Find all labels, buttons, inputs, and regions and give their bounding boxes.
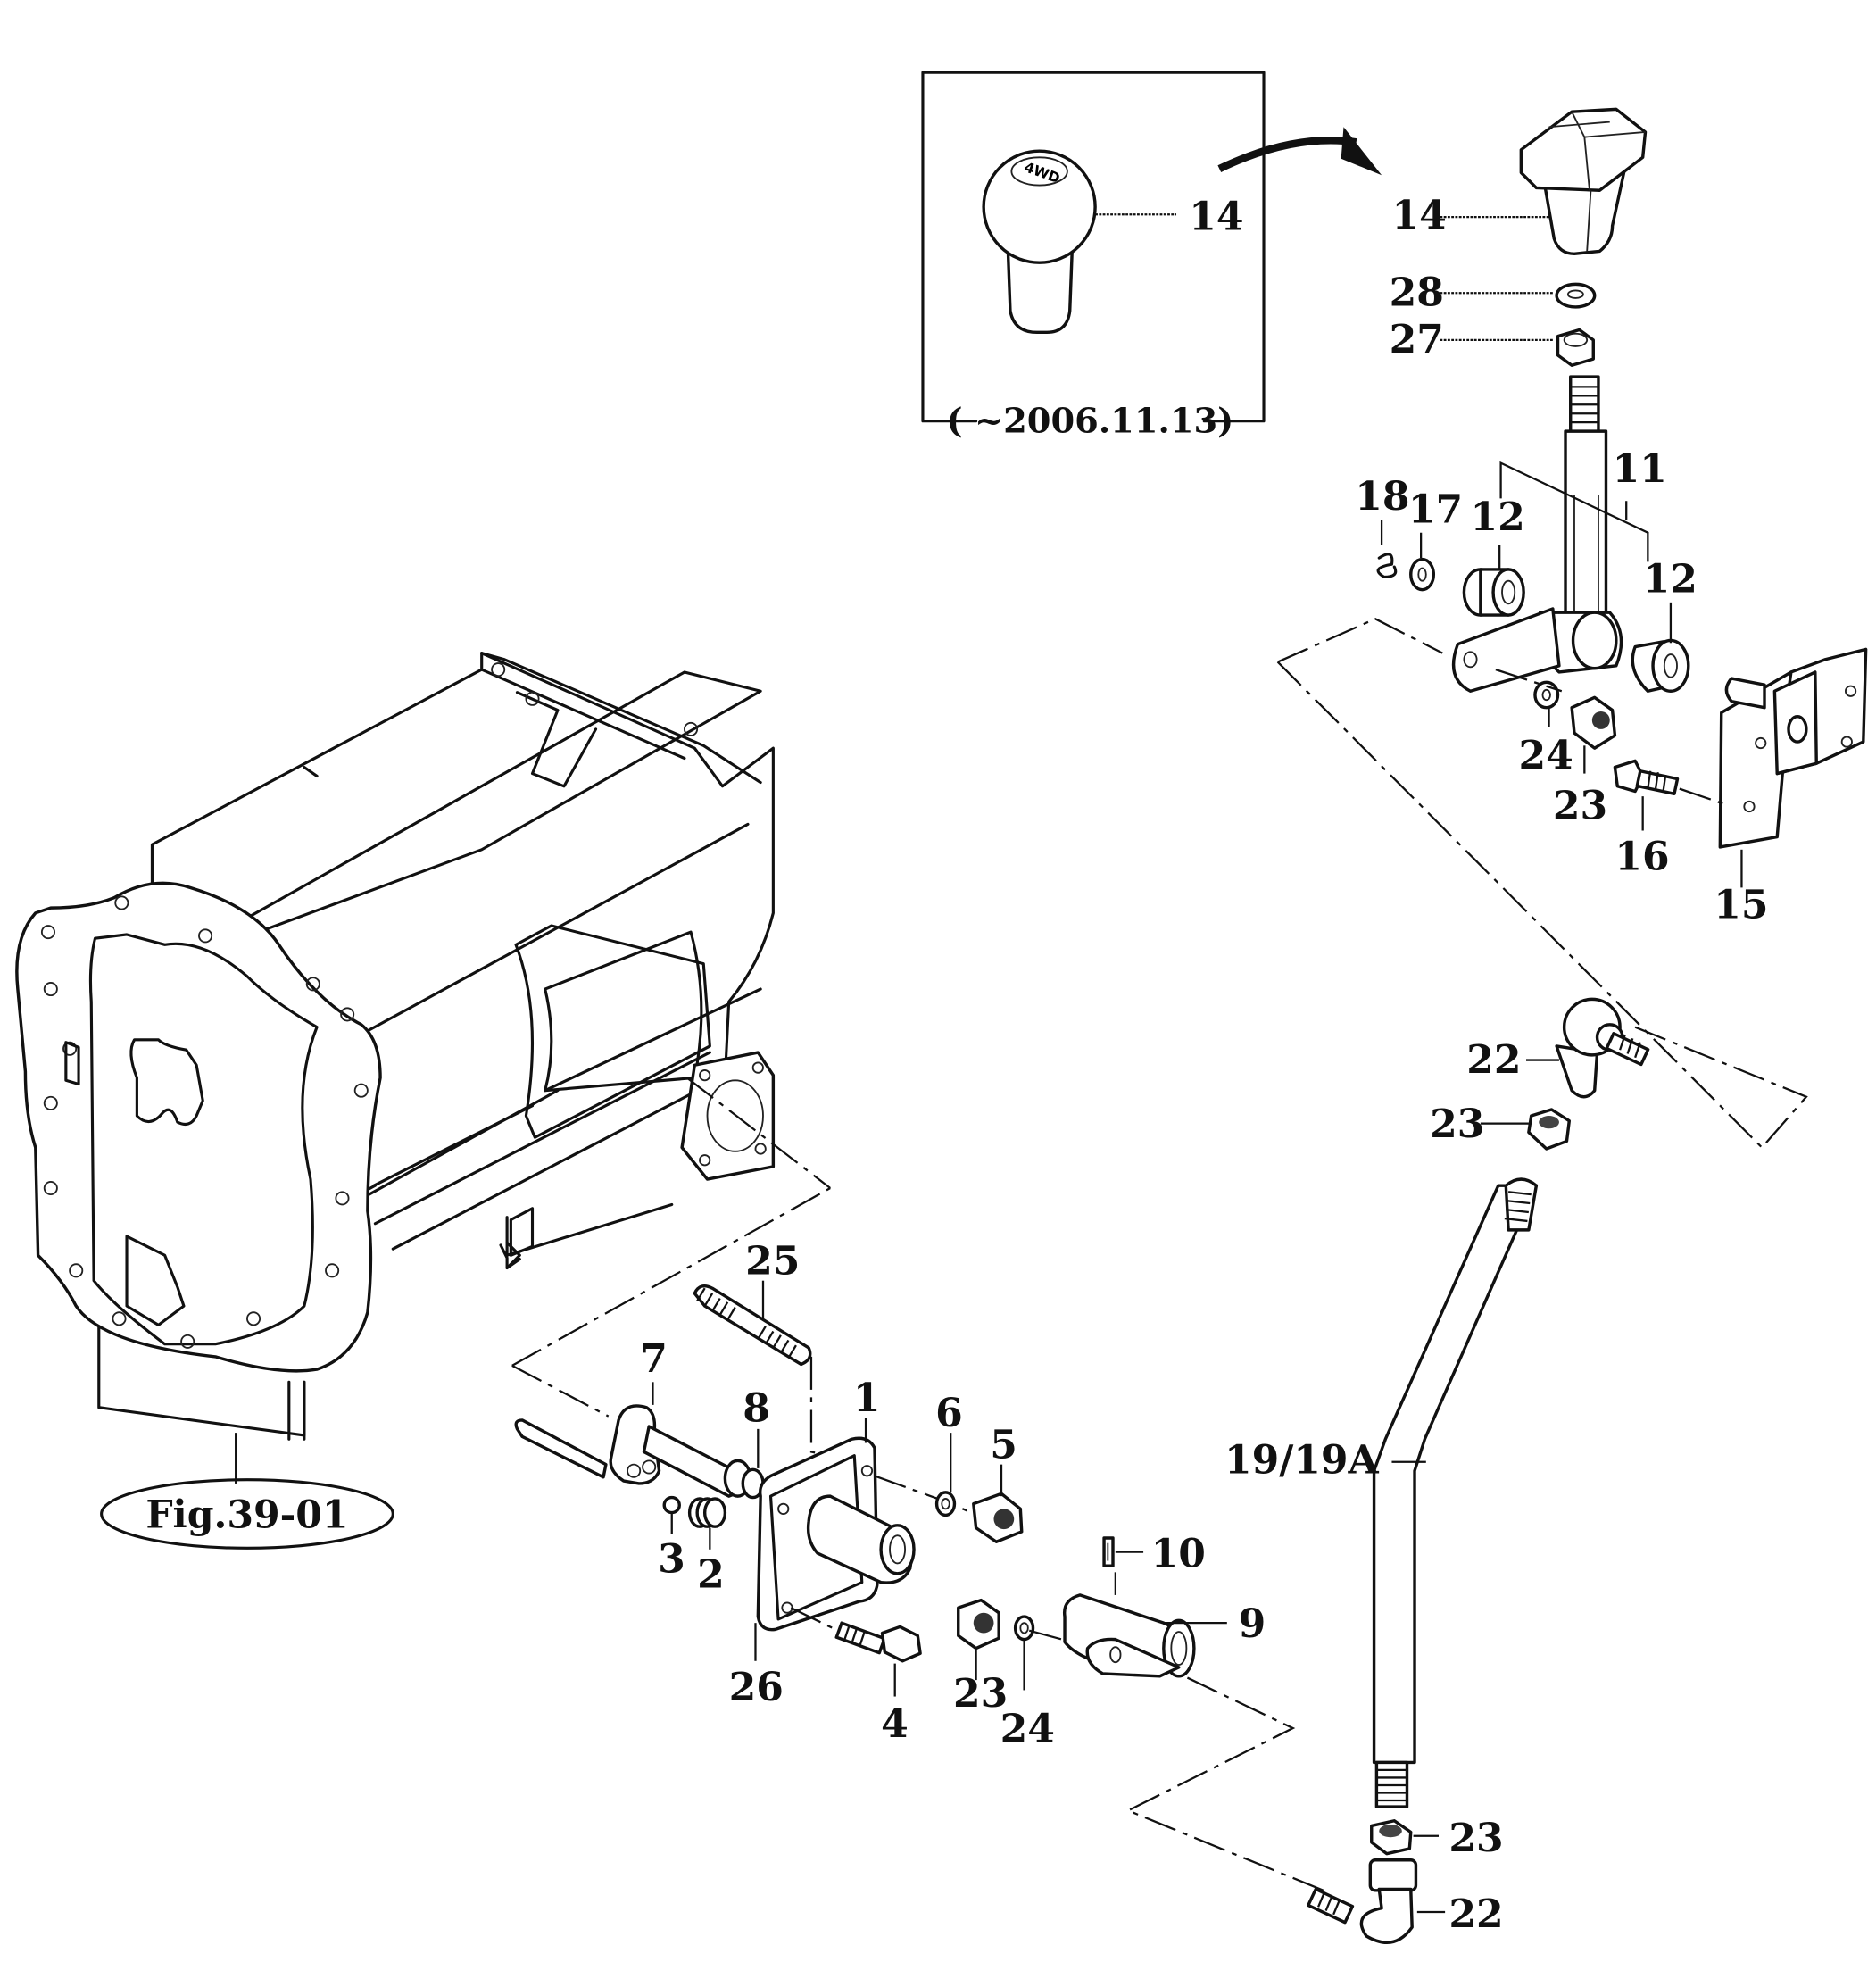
cover-plate-1 — [756, 1436, 916, 1632]
shift-rod-19 — [1372, 1177, 1539, 1808]
ball-3 — [662, 1495, 681, 1515]
callout-23-rod-top: 23 — [1430, 1102, 1484, 1147]
callout-6: 6 — [935, 1391, 963, 1436]
callout-23-lower: 23 — [953, 1671, 1008, 1717]
shift-arm-7 — [514, 1404, 752, 1498]
arrowhead-icon — [1341, 127, 1382, 176]
nut-23-top — [1570, 695, 1617, 750]
new-knob-14 — [1519, 107, 1648, 255]
nut-23-rod-bottom — [1370, 1819, 1413, 1856]
figure-reference-link[interactable]: Fig.39-01 — [145, 1493, 348, 1538]
callout-25: 25 — [745, 1239, 800, 1284]
spring-2 — [687, 1497, 727, 1528]
callout-10: 10 — [1151, 1532, 1206, 1577]
washer-24-lower — [1013, 1615, 1035, 1642]
callout-23-top: 23 — [1553, 784, 1607, 829]
callout-12-right: 12 — [1643, 556, 1698, 602]
callout-14-inset: 14 — [1189, 194, 1243, 239]
nut-5 — [972, 1492, 1024, 1543]
callout-28: 28 — [1390, 270, 1444, 316]
bushing-12-left — [1462, 568, 1525, 617]
bushing-12-right — [1631, 638, 1690, 693]
callout-11: 11 — [1613, 446, 1667, 492]
callout-23-rod-bottom: 23 — [1449, 1816, 1503, 1861]
callout-14: 14 — [1391, 193, 1446, 238]
inset-frame — [921, 71, 1266, 423]
callout-22-bottom: 22 — [1449, 1891, 1503, 1937]
callout-2: 2 — [697, 1551, 725, 1597]
ball-joint-22-bottom — [1307, 1858, 1418, 1944]
transmission-housing — [15, 652, 776, 1441]
callout-4: 4 — [881, 1701, 909, 1747]
callout-26: 26 — [729, 1665, 784, 1710]
callout-16: 16 — [1615, 835, 1669, 880]
callout-9: 9 — [1239, 1601, 1266, 1647]
callout-12-left: 12 — [1471, 495, 1525, 540]
figure-reference-badge[interactable]: Fig.39-01 — [100, 1478, 394, 1550]
callout-24-top: 24 — [1518, 733, 1573, 778]
callout-3: 3 — [658, 1536, 685, 1582]
callout-7: 7 — [640, 1336, 668, 1382]
inset-old-knob: ( ~2006.11.13) 4WD 14 — [921, 71, 1382, 442]
lever-shaft-11 — [1451, 375, 1623, 693]
old-knob-ball-icon: 4WD — [982, 149, 1097, 335]
callout-15: 15 — [1714, 882, 1768, 927]
nut-23-rod-top — [1527, 1108, 1571, 1151]
washer-6 — [934, 1491, 957, 1517]
nut-27 — [1556, 328, 1595, 367]
callout-24-lower: 24 — [1000, 1707, 1055, 1752]
callout-1: 1 — [853, 1376, 881, 1421]
callout-22-top: 22 — [1466, 1037, 1521, 1083]
pin-10 — [1102, 1536, 1115, 1567]
washer-28 — [1555, 282, 1597, 309]
callout-8: 8 — [743, 1385, 770, 1431]
snap-ring-18 — [1376, 553, 1398, 579]
bolt-4 — [834, 1621, 922, 1663]
callout-5: 5 — [990, 1423, 1017, 1468]
bracket-15 — [1718, 647, 1868, 849]
callout-17: 17 — [1408, 486, 1463, 532]
callout-27: 27 — [1390, 317, 1444, 362]
nut-23-lower — [957, 1598, 1000, 1650]
shift-lever-9 — [1062, 1593, 1196, 1678]
callout-19-19a: 19/19A — [1224, 1438, 1380, 1484]
ball-joint-22-top — [1555, 997, 1650, 1099]
flange-holes — [40, 662, 699, 1349]
washer-17 — [1409, 557, 1436, 592]
stud-25 — [693, 1284, 812, 1367]
bolt-16 — [1613, 759, 1680, 795]
curved-arrow-icon — [1217, 137, 1357, 172]
inset-date-range: ( ~2006.11.13) — [947, 402, 1234, 442]
callout-18: 18 — [1355, 474, 1409, 520]
